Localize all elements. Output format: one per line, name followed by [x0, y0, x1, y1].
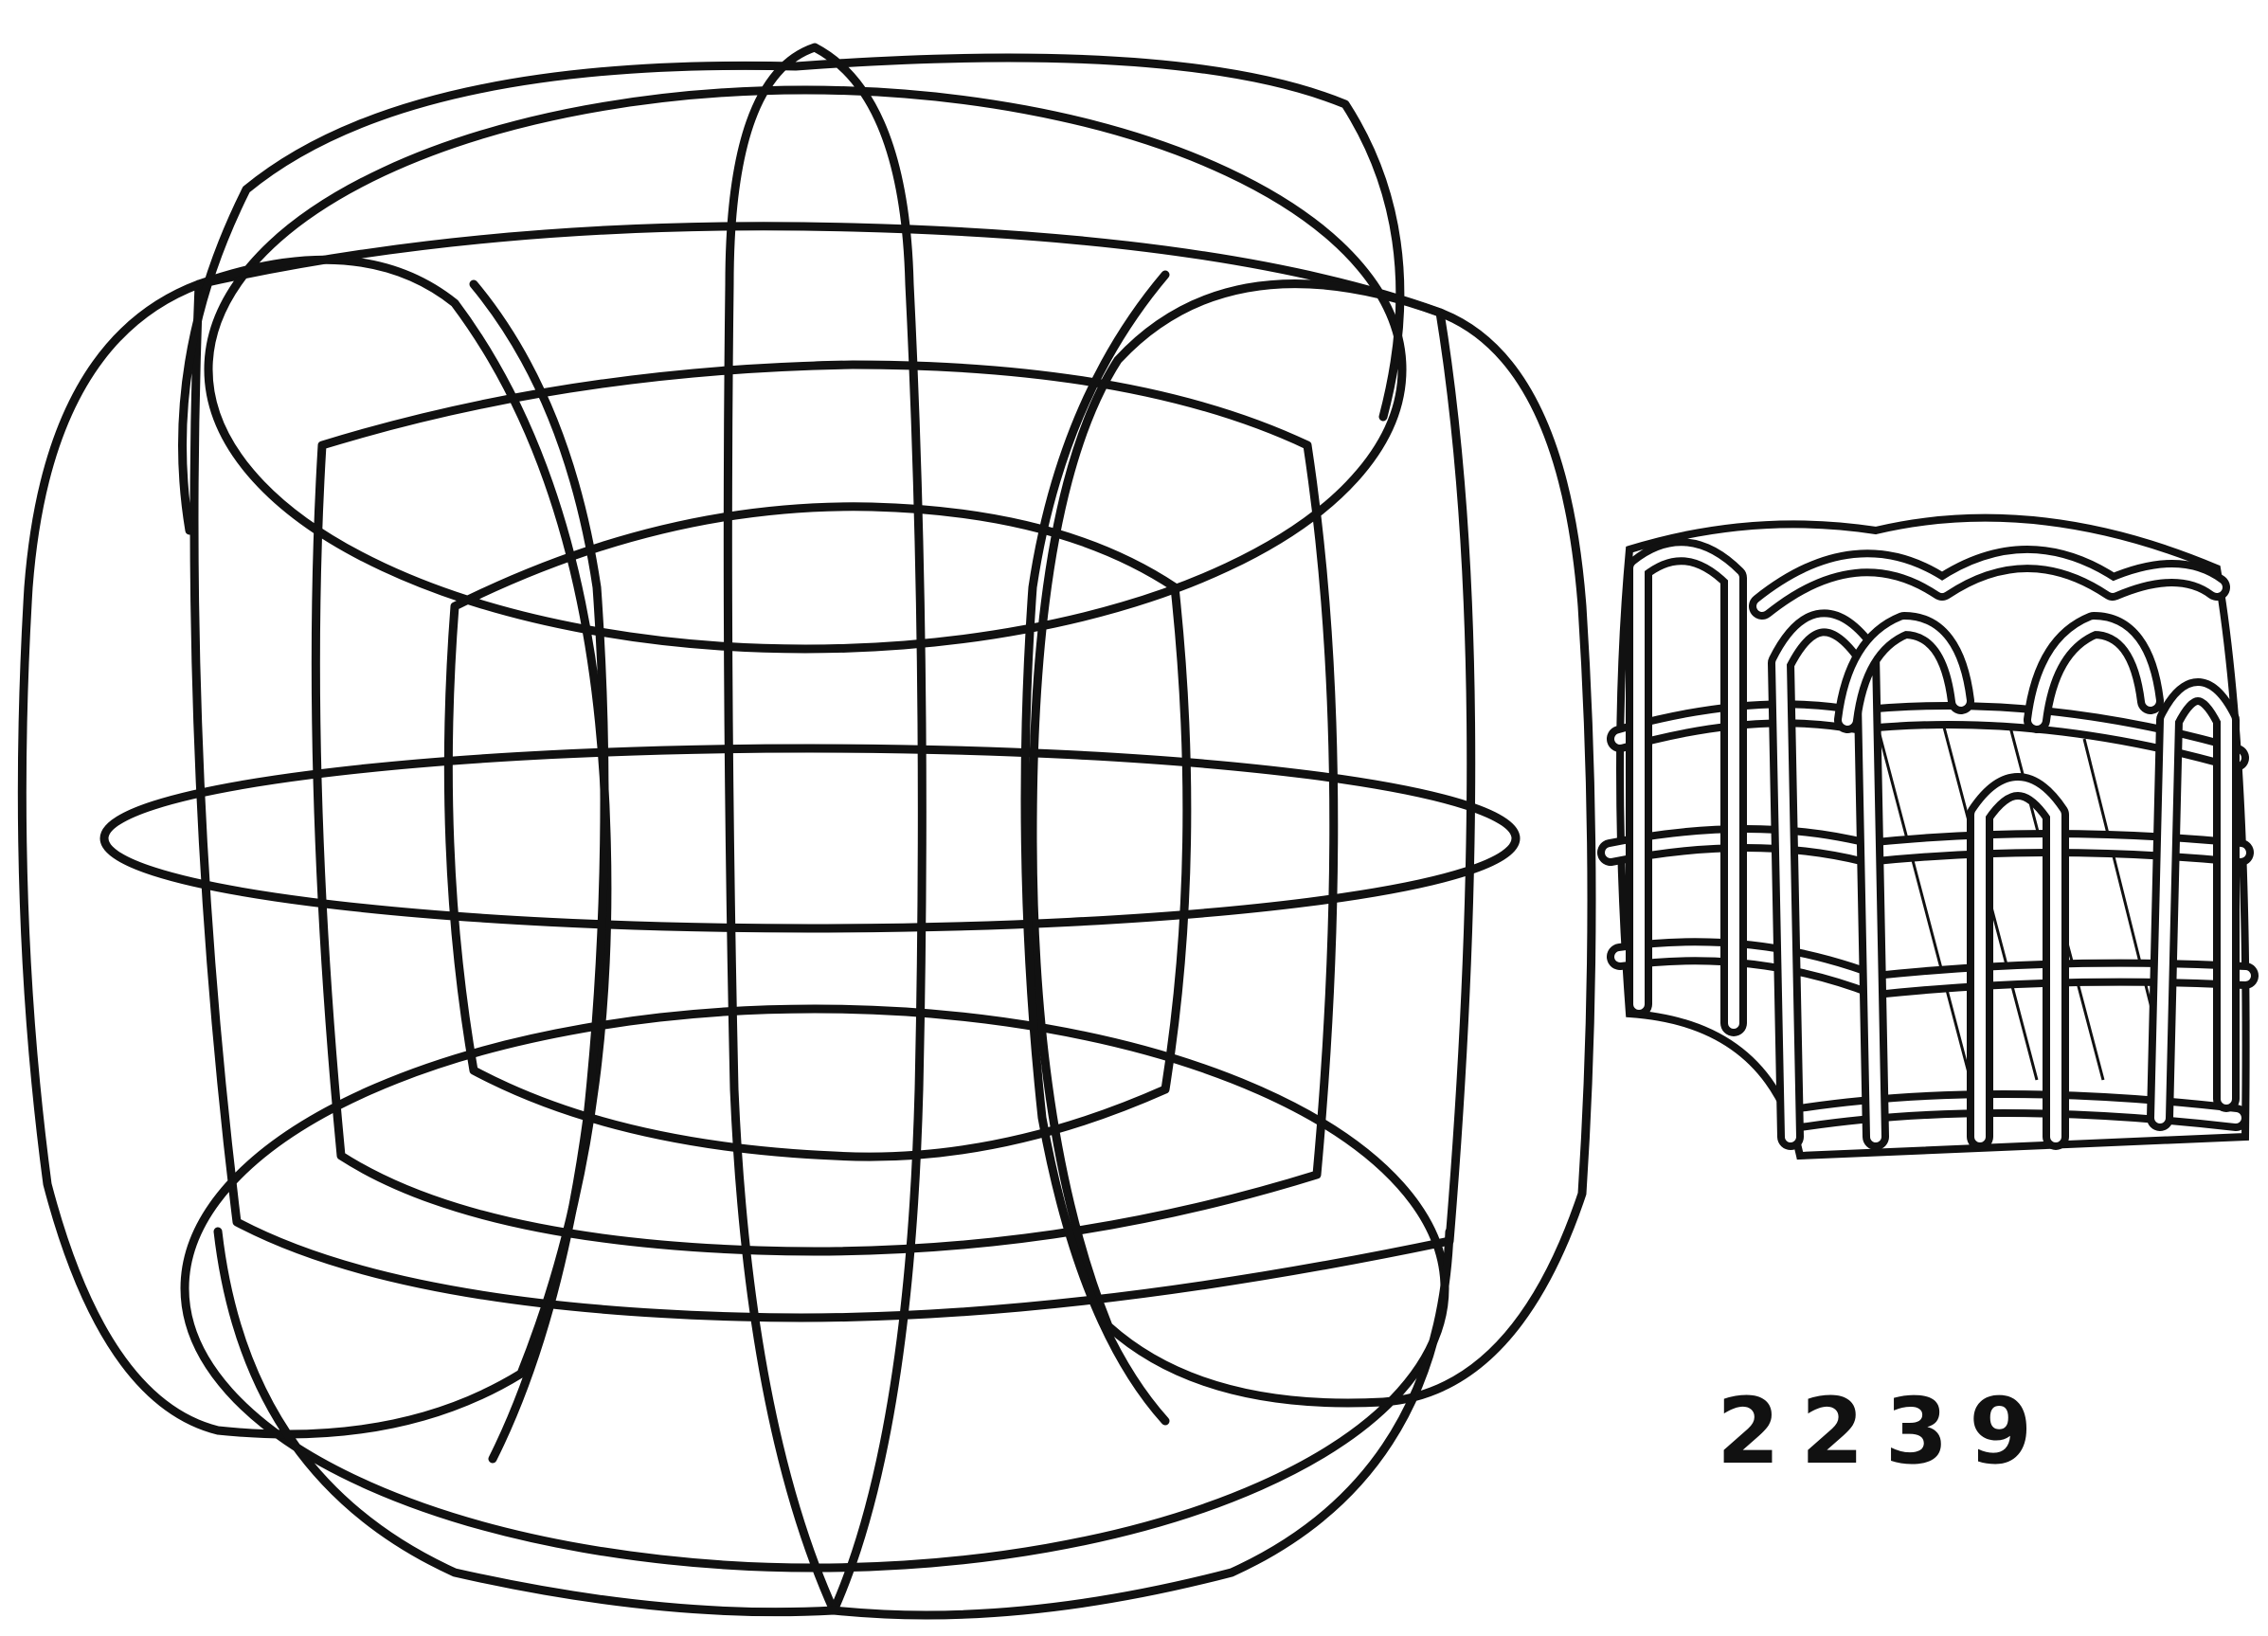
loop-center-vertical: [728, 47, 922, 1610]
figure-number: 2239: [1717, 1378, 2053, 1484]
loop-inner-square: [448, 507, 1187, 1157]
loop-middle-square: [315, 365, 1333, 1251]
woven-basket-figure: [1611, 518, 2246, 1156]
nested-loop-figure: [22, 47, 1592, 1615]
loop-bottom-ellipse: [185, 1009, 1445, 1568]
loop-right-vertical: [1025, 275, 1165, 1421]
